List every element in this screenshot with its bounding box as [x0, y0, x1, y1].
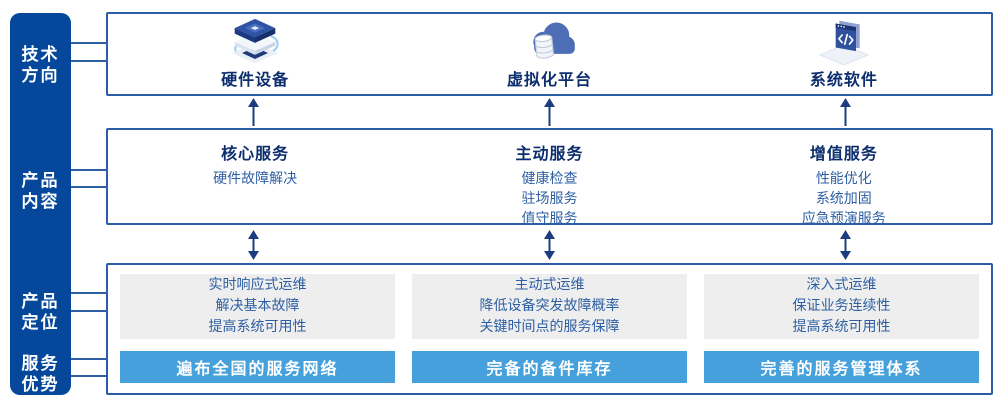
positioning-panel-proactive: 主动式运维 降低设备突发故障概率 关键时间点的服务保障	[412, 274, 687, 339]
tech-direction-box: 硬件设备	[106, 12, 993, 96]
bottom-col-realtime: 实时响应式运维 解决基本故障 提高系统可用性 遍布全国的服务网络	[120, 274, 395, 383]
cloud-database-icon	[517, 17, 581, 65]
double-arrow-icon	[402, 230, 698, 260]
software-window-icon	[812, 17, 876, 65]
service-lines-proactive: 健康检查 驻场服务 值守服务	[521, 171, 578, 227]
connector-line	[71, 292, 107, 294]
service-lines-core: 硬件故障解决	[213, 171, 298, 187]
up-arrow-icon	[697, 98, 993, 126]
service-title-core: 核心服务	[221, 144, 290, 163]
server-stack-icon	[223, 17, 287, 65]
tech-col-system-software: 系统软件	[697, 14, 991, 94]
arrow-row-bottom	[106, 230, 993, 260]
up-arrow-icon	[402, 98, 698, 126]
service-col-value-added: 增值服务 性能优化 系统加固 应急预演服务	[697, 130, 991, 227]
up-arrow-icon	[106, 98, 402, 126]
service-title-value-added: 增值服务	[809, 144, 878, 163]
tech-label-hardware: 硬件设备	[221, 70, 290, 89]
arrow-row-top	[106, 98, 993, 126]
sidebar-label-service-advantage: 服务 优势	[21, 354, 60, 395]
connector-line	[71, 186, 107, 188]
tech-label-system-software: 系统软件	[809, 70, 878, 89]
bottom-col-proactive: 主动式运维 降低设备突发故障概率 关键时间点的服务保障 完备的备件库存	[412, 274, 687, 383]
service-col-core: 核心服务 硬件故障解决	[108, 130, 402, 223]
connector-line	[71, 310, 107, 312]
connector-line	[71, 60, 107, 62]
double-arrow-icon	[697, 230, 993, 260]
connector-line	[71, 169, 107, 171]
sidebar-label-product-position: 产品 定位	[21, 292, 60, 333]
connector-line	[71, 375, 107, 377]
service-lines-value-added: 性能优化 系统加固 应急预演服务	[801, 171, 886, 227]
advantage-bar-network: 遍布全国的服务网络	[120, 351, 395, 383]
positioning-advantage-box: 实时响应式运维 解决基本故障 提高系统可用性 遍布全国的服务网络 主动式运维 降…	[106, 263, 993, 395]
tech-col-virtualization: 虚拟化平台	[402, 14, 696, 94]
category-sidebar: 技术 方向 产品 内容 产品 定位 服务 优势	[10, 13, 71, 395]
service-title-proactive: 主动服务	[515, 144, 584, 163]
sidebar-label-tech-direction: 技术 方向	[21, 45, 60, 86]
sidebar-label-product-content: 产品 内容	[21, 171, 60, 212]
advantage-bar-spareparts: 完备的备件库存	[412, 351, 687, 383]
positioning-panel-indepth: 深入式运维 保证业务连续性 提高系统可用性	[704, 274, 979, 339]
tech-col-hardware: 硬件设备	[108, 14, 402, 94]
tech-label-virtualization: 虚拟化平台	[506, 70, 592, 89]
positioning-panel-realtime: 实时响应式运维 解决基本故障 提高系统可用性	[120, 274, 395, 339]
double-arrow-icon	[106, 230, 402, 260]
advantage-bar-management: 完善的服务管理体系	[704, 351, 979, 383]
bottom-col-indepth: 深入式运维 保证业务连续性 提高系统可用性 完善的服务管理体系	[704, 274, 979, 383]
connector-line	[71, 42, 107, 44]
connector-line	[71, 358, 107, 360]
service-col-proactive: 主动服务 健康检查 驻场服务 值守服务	[402, 130, 696, 227]
product-content-box: 核心服务 硬件故障解决 主动服务 健康检查 驻场服务 值守服务 增值服务 性能优…	[106, 128, 993, 227]
